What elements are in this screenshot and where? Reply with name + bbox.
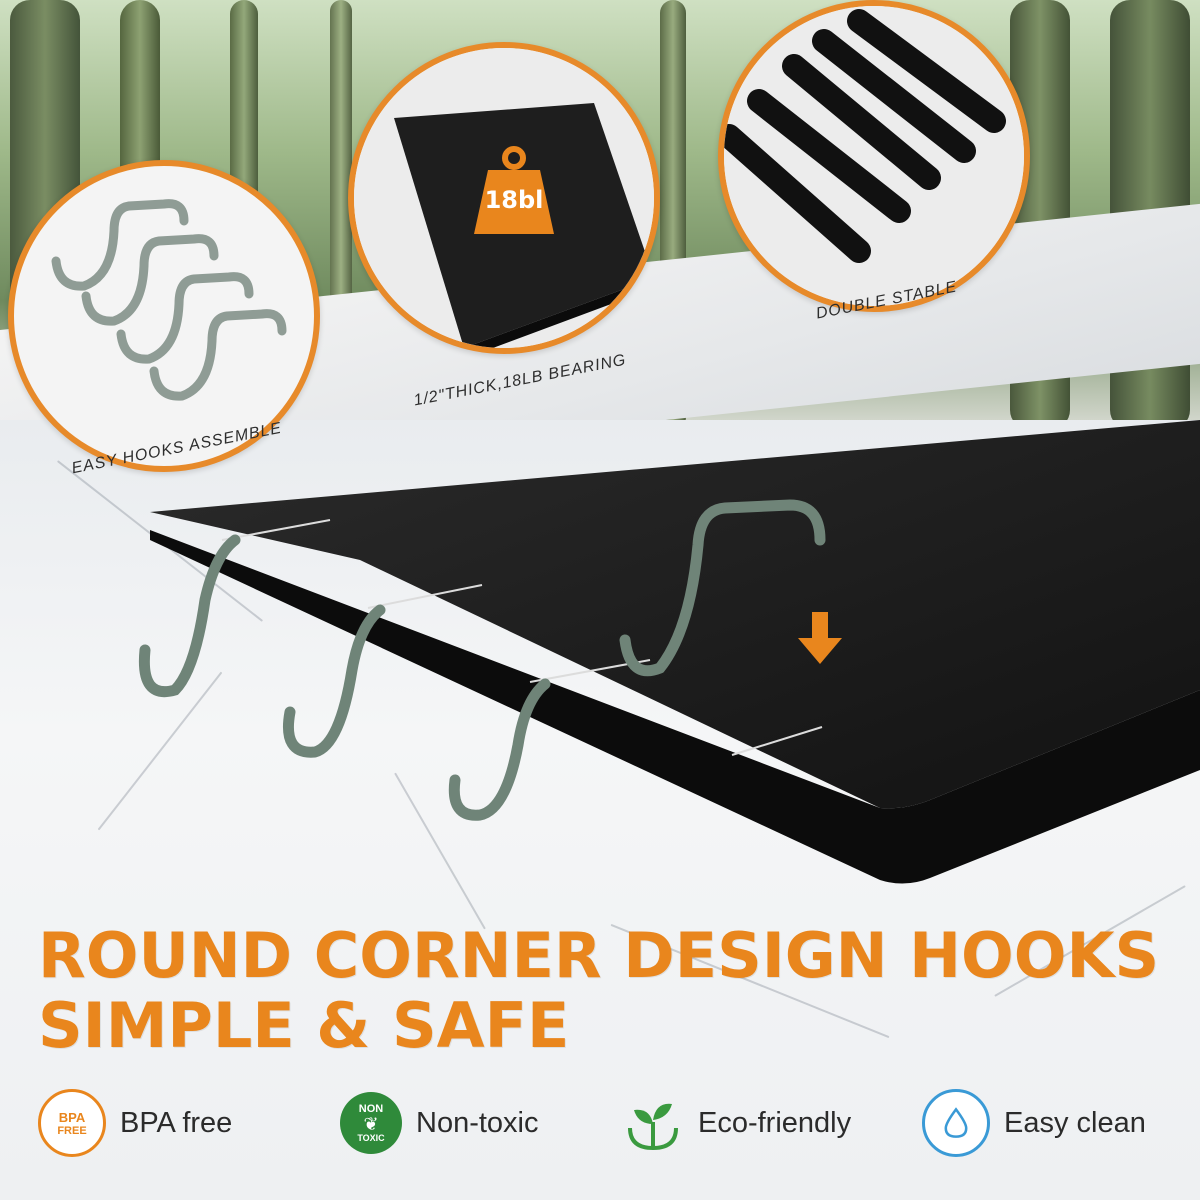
down-arrow-icon (798, 612, 842, 664)
hooks-detail-circle (8, 160, 320, 472)
water-drop-icon (922, 1089, 990, 1157)
support-bar-icon (724, 6, 1024, 306)
hook-icon (51, 199, 287, 401)
non-toxic-icon: NON ❦ TOXIC (340, 1092, 402, 1154)
bpa-badge-bottom: FREE (57, 1124, 87, 1137)
feature-eco-friendly: Eco-friendly (622, 1088, 851, 1158)
headline-line1: ROUND CORNER DESIGN HOOKS (38, 919, 1160, 992)
bpa-badge-top: BPA (58, 1109, 86, 1125)
weight-label: 18bl (484, 186, 544, 214)
feature-label: Non-toxic (416, 1106, 539, 1139)
leaf-mark-icon: ❦ (363, 1114, 379, 1134)
feature-label: Easy clean (1004, 1106, 1146, 1139)
bpa-free-icon: BPA FREE (38, 1089, 106, 1157)
feature-easy-clean: Easy clean (922, 1088, 1146, 1158)
non-toxic-badge-bottom: TOXIC (357, 1133, 385, 1143)
board-detail-circle: 18bl (348, 42, 660, 354)
hook-group (138, 499, 826, 821)
feature-non-toxic: NON ❦ TOXIC Non-toxic (340, 1088, 539, 1158)
legs-detail-circle (718, 0, 1030, 312)
feature-label: Eco-friendly (698, 1106, 852, 1139)
feature-bpa-free: BPA FREE BPA free (38, 1088, 232, 1158)
non-toxic-badge-top: NON (358, 1103, 384, 1115)
leaf-icon (622, 1092, 684, 1154)
feature-label: BPA free (120, 1106, 233, 1139)
headline-line2: SIMPLE & SAFE (38, 989, 570, 1062)
weight-icon: 18bl (472, 146, 556, 238)
